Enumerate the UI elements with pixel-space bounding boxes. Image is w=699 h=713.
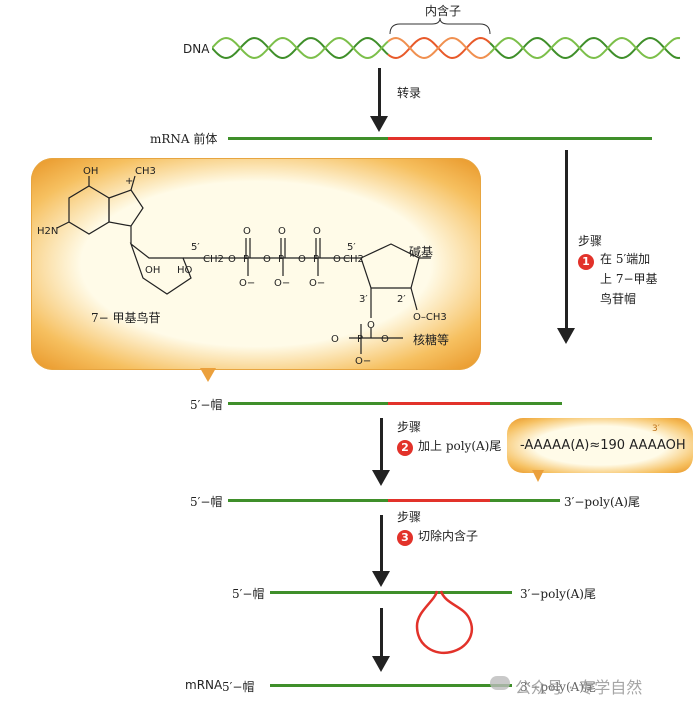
dna-strand-right-a	[489, 36, 681, 60]
cap-chemical-structure: OH CH3 + H2N OH HO CH2 5′ O P O O− O P O…	[37, 166, 449, 367]
o-7: O	[381, 334, 389, 345]
o-4: O	[333, 254, 341, 265]
cap1-exon2	[490, 402, 562, 405]
step2-text: 加上 poly(A)尾	[418, 439, 502, 453]
step1-badge: 1	[578, 250, 594, 270]
base-label: 碱基	[409, 245, 433, 259]
final-tail-label: 3′−poly(A)尾	[520, 680, 596, 694]
step1-title: 步骤	[578, 234, 603, 248]
step3-badge: 3	[397, 526, 413, 546]
step3-arrow	[372, 515, 390, 587]
h2n-label: H2N	[37, 226, 58, 237]
p-2: P	[278, 254, 284, 265]
ho-label: HO	[177, 265, 193, 276]
poly-a-sequence: -AAAAA(A)≈190 AAAAOH	[520, 438, 686, 453]
cap1-exon1	[228, 402, 388, 405]
ch2-right: CH2	[343, 254, 364, 265]
step3-title: 步骤	[397, 510, 422, 524]
cap2-intron	[388, 499, 490, 502]
five-prime-left: 5′	[191, 242, 200, 253]
final-mrna-label: mRNA	[185, 678, 223, 692]
ribose-label: 核糖等	[413, 332, 449, 347]
dna-helix	[212, 36, 681, 60]
ch2-left: CH2	[203, 254, 224, 265]
cap1-intron	[388, 402, 490, 405]
p-1: P	[243, 254, 249, 265]
dna-strand-right-b	[489, 36, 681, 60]
poly-a-callout-tail	[532, 470, 544, 482]
oh-label: OH	[145, 265, 160, 276]
o-minus-4: O−	[355, 356, 371, 367]
o-top-3: O	[313, 226, 321, 237]
intron-brace	[389, 18, 491, 35]
cap-panel-tail	[200, 368, 216, 382]
o-top-2: O	[278, 226, 286, 237]
o-top-1: O	[243, 226, 251, 237]
final-cap-label: 5′−帽	[222, 680, 255, 694]
o-minus-2: O−	[274, 278, 290, 289]
three-prime: 3′	[359, 294, 368, 305]
cap-structure-panel	[31, 158, 481, 370]
o-minus-1: O−	[239, 278, 255, 289]
dna-label: DNA	[183, 42, 210, 56]
pre-mrna-exon1	[228, 137, 388, 140]
oh-top: OH	[83, 166, 98, 177]
two-prime: 2′	[397, 294, 406, 305]
five-prime-right: 5′	[347, 242, 356, 253]
pre-mrna-exon2	[490, 137, 652, 140]
p-3: P	[313, 254, 319, 265]
watermark: 公众号 · 专学自然	[515, 678, 643, 697]
o-1: O	[228, 254, 236, 265]
cap3-label: 5′−帽	[232, 587, 265, 601]
step2-title: 步骤	[397, 420, 422, 434]
o-6: O	[331, 334, 339, 345]
step4-arrow	[372, 608, 390, 672]
cap2-exon2	[490, 499, 560, 502]
cap2-exon1	[228, 499, 388, 502]
pre-mrna-label: mRNA 前体	[150, 132, 218, 146]
o-minus-3: O−	[309, 278, 325, 289]
step2-arrow	[372, 418, 390, 486]
o-2: O	[263, 254, 271, 265]
watermark-icon	[490, 676, 510, 690]
step1-text-line1: 在 5′端加	[600, 252, 651, 266]
poly-a-3prime: 3′	[652, 424, 660, 434]
ch3-top: CH3	[135, 166, 156, 177]
step1-arrow	[557, 150, 575, 344]
step3-text: 切除内含子	[418, 529, 479, 543]
cap1-label: 5′−帽	[190, 398, 223, 412]
poly-tail2-label: 3′−poly(A)尾	[564, 495, 640, 509]
excised-intron-loop	[415, 590, 474, 655]
o-5: O	[367, 320, 375, 331]
p-4: P	[357, 334, 363, 345]
step1-text-line3: 鸟苷帽	[600, 292, 637, 306]
poly-a-callout	[507, 418, 693, 473]
intron-label: 内含子	[425, 4, 462, 18]
cap-label: 7− 甲基鸟苷	[91, 310, 161, 325]
transcription-label: 转录	[397, 86, 422, 100]
plus-charge: +	[125, 176, 133, 187]
pre-mrna-intron	[388, 137, 490, 140]
cap3-mrna	[270, 591, 512, 594]
poly-tail3-label: 3′−poly(A)尾	[520, 587, 596, 601]
och3-label: O–CH3	[413, 312, 447, 323]
step2-badge: 2	[397, 436, 413, 456]
cap2-label: 5′−帽	[190, 495, 223, 509]
step1-text-line2: 上 7−甲基	[600, 272, 658, 286]
o-3: O	[298, 254, 306, 265]
transcription-arrow	[370, 68, 388, 132]
final-mrna-bar	[270, 684, 512, 687]
